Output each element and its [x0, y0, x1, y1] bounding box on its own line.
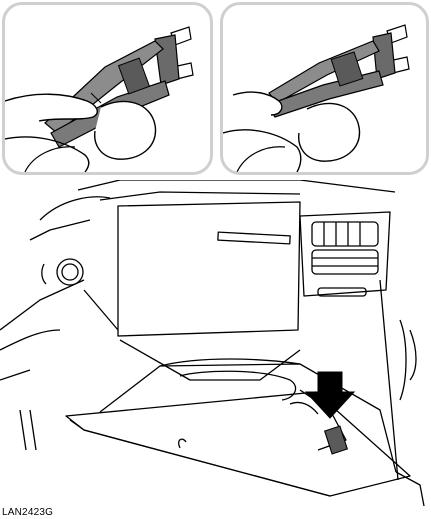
- glovebox-fuse-location-drawing: [0, 180, 425, 506]
- fuse-puller-with-fuse-icon: [223, 24, 410, 172]
- fuse-puller-gripping-fuse-icon: [5, 26, 194, 172]
- figure-code-label: LAN2423G: [2, 507, 54, 518]
- detail-panel-grip: [2, 2, 213, 175]
- down-arrow-icon: [304, 371, 356, 419]
- detail-panel-pull: [220, 2, 429, 175]
